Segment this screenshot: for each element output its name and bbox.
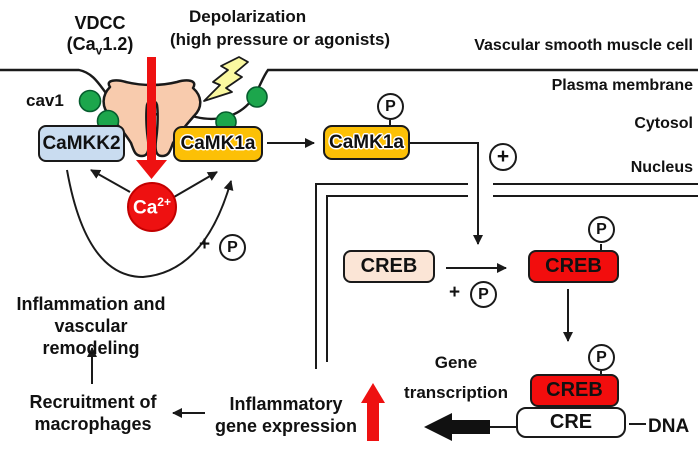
cav1-label: cav1 [26,91,64,110]
calcium-influx-arrow [136,57,167,179]
phosphate-badge-camk1a: P [377,93,404,120]
plus-sign-camk1a: + [199,234,211,255]
dna-label: DNA [648,416,690,437]
phosphate-badge-creb: P [588,216,615,243]
calcium-to-camk1a-arrow [173,171,218,198]
phosphate-badge-creb-dna: P [588,344,615,371]
cell-type-label: Vascular smooth muscle cell [474,37,693,54]
stimulation-badge: + [489,143,517,171]
creb-dna-label: CREB [546,379,603,401]
calcium-label: Ca2+ [133,194,171,219]
cre-label: CRE [549,411,593,433]
cre-element-box: CRE [516,407,626,438]
gene-transcription-label-line2: transcription [404,383,508,402]
depolarization-title: Depolarization [189,7,307,26]
gene-transcription-label-line1: Gene [434,353,478,372]
calcium-ion: Ca2+ [127,182,177,232]
expression-increase-arrow [361,383,385,441]
macrophage-recruitment-label: Recruitment of macrophages [29,392,157,434]
creb-phospho-label: CREB [545,255,602,277]
cytosol-label: Cytosol [634,115,693,132]
nucleus-label: Nucleus [630,159,693,176]
calcium-charge: 2+ [157,194,171,209]
camk1a-cytosol-box: CaMK1a [323,125,410,160]
camkk2-phosphorylates-camk1a-arrow [66,169,234,279]
creb-inactive-box: CREB [343,250,435,283]
vdcc-subscript: v [95,43,103,58]
transcription-direction-arrow [424,413,490,441]
creb-phospho-box: CREB [528,250,619,283]
vdcc-subtype: (Cav1.2) [66,34,134,58]
camk1a-nuclear-import-arrow [410,142,483,245]
nuclear-envelope [315,183,698,369]
camk1a-membrane-label: CaMK1a [180,133,256,154]
caveolin-dots [78,86,268,133]
camk1a-membrane-box: CaMK1a [173,126,263,162]
lightning-bolt-icon [203,56,249,102]
vdcc-label: VDCC (Cav1.2) [52,13,148,62]
phosphate-badge-camkk2-transfer: P [219,234,246,261]
phosphate-badge-creb-transfer: P [470,281,497,308]
camkk2-label: CaMKK2 [42,132,121,154]
calcium-to-camkk2-arrow [90,169,131,193]
camkk2-box: CaMKK2 [38,125,125,162]
camk1a-cytosol-label: CaMK1a [329,131,404,153]
plus-sign-creb: + [449,282,461,303]
vdcc-title: VDCC [74,13,126,33]
creb-dna-box: CREB [530,374,619,407]
plasma-membrane-label: Plasma membrane [551,77,693,94]
inflammation-remodeling-label: Inflammation and vascular remodeling [16,294,166,358]
inflammatory-gene-expression-label: Inflammatory gene expression [214,394,358,436]
creb-inactive-label: CREB [360,255,418,277]
depolarization-subtitle: (high pressure or agonists) [170,30,391,49]
